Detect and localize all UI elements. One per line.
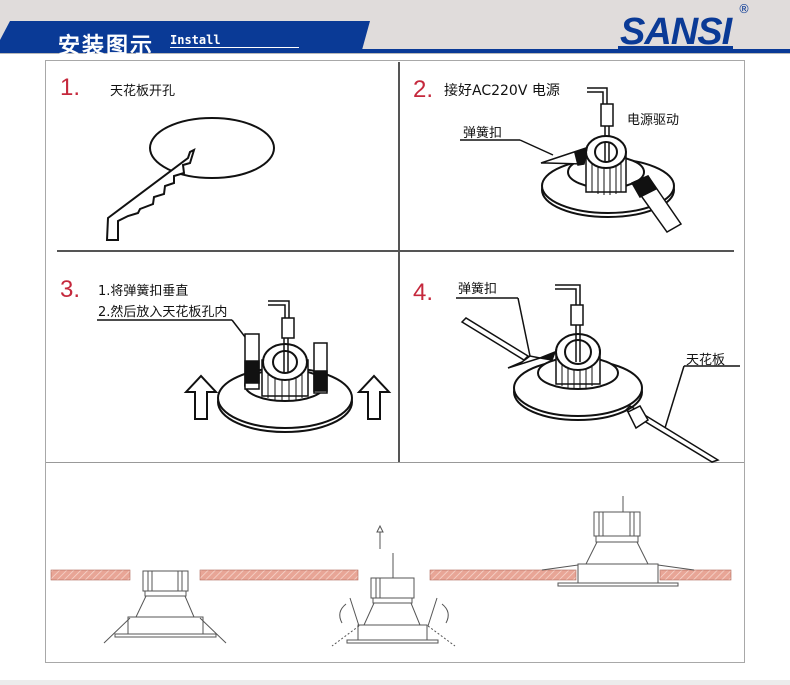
page-subtitle: Install [170, 33, 299, 48]
vertical-divider [398, 62, 400, 462]
spring-clip-label: 弹簧扣 [463, 126, 503, 141]
ceiling-label: 天花板 [686, 353, 726, 368]
step-number: 1. [60, 74, 81, 101]
step-3-instruction-1: 1.将弹簧扣垂直 [98, 284, 189, 299]
step-1-label: 天花板开孔 [110, 84, 176, 99]
step-2-power-label: 接好AC220V 电源 [444, 83, 560, 99]
registered-mark: ® [738, 2, 750, 16]
section-divider [46, 462, 744, 463]
page-title: 安装图示 [58, 34, 155, 59]
step-3-instruction-2: 2.然后放入天花板孔内 [98, 305, 228, 320]
sansi-logo: SANSI [618, 11, 735, 53]
horizontal-divider [57, 250, 734, 252]
step-number: 2. [413, 76, 434, 103]
step-number: 4. [413, 279, 434, 306]
step-number: 3. [60, 276, 81, 303]
driver-label: 电源驱动 [627, 113, 680, 128]
header: 安装图示 Install SANSI ® [0, 0, 790, 59]
spring-clip-label: 弹簧扣 [458, 282, 498, 297]
page-bottom-strip [0, 680, 790, 685]
header-band [0, 21, 790, 54]
